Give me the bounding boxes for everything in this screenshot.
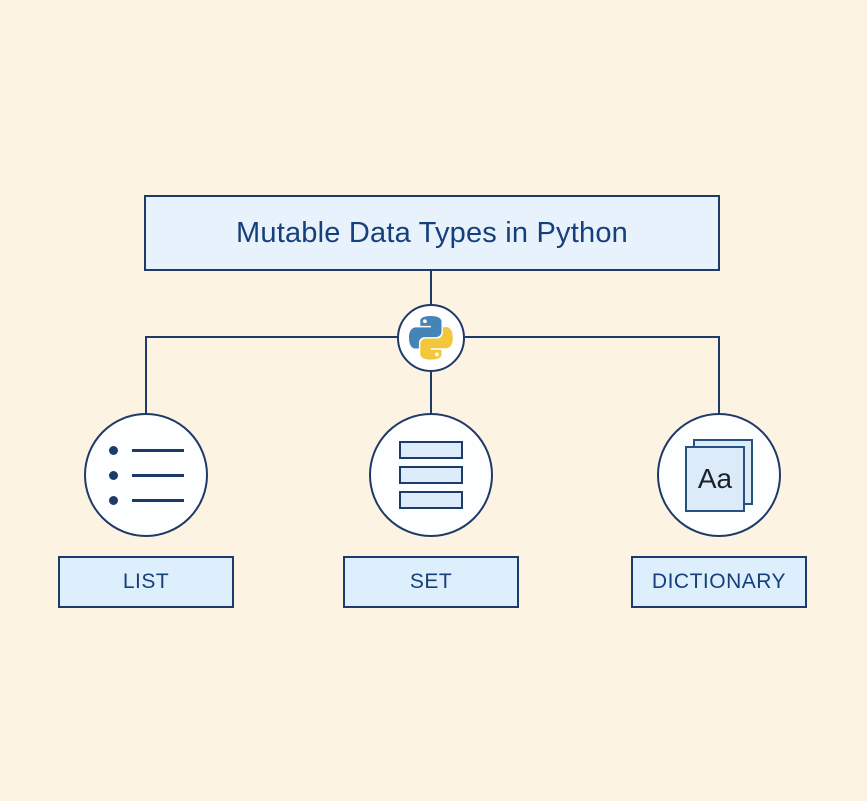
connector-down-to-dict-circle bbox=[718, 336, 720, 414]
list-icon-row bbox=[108, 470, 184, 480]
python-hub-circle bbox=[397, 304, 465, 372]
connector-down-to-list-circle bbox=[145, 336, 147, 414]
connector-hub-to-set-circle bbox=[430, 372, 432, 414]
set-icon-bar bbox=[399, 491, 463, 509]
connector-title-to-hub bbox=[430, 271, 432, 306]
bullet-line bbox=[131, 498, 184, 502]
bullet-dot bbox=[108, 495, 118, 505]
document-icon: Aa bbox=[685, 438, 753, 512]
bullet-dot bbox=[108, 470, 118, 480]
label-box-set: SET bbox=[343, 556, 519, 608]
python-logo-icon bbox=[409, 316, 453, 360]
title-box: Mutable Data Types in Python bbox=[144, 195, 720, 271]
bullet-line bbox=[131, 473, 184, 477]
document-front-page: Aa bbox=[685, 445, 745, 512]
dictionary-node-circle: Aa bbox=[657, 413, 781, 537]
list-icon bbox=[108, 445, 184, 505]
set-icon-bar bbox=[399, 466, 463, 484]
label-dictionary-text: DICTIONARY bbox=[651, 570, 787, 593]
list-icon-row bbox=[108, 445, 184, 455]
bullet-dot bbox=[108, 445, 118, 455]
set-icon bbox=[399, 441, 463, 509]
set-icon-bar bbox=[399, 441, 463, 459]
document-icon-text: Aa bbox=[697, 462, 733, 494]
set-node-circle bbox=[369, 413, 493, 537]
label-box-dictionary: DICTIONARY bbox=[631, 556, 807, 608]
connector-hub-to-right bbox=[465, 336, 719, 338]
diagram-title: Mutable Data Types in Python bbox=[236, 216, 628, 249]
label-list-text: LIST bbox=[122, 570, 170, 593]
list-node-circle bbox=[84, 413, 208, 537]
connector-hub-to-left bbox=[146, 336, 398, 338]
bullet-line bbox=[131, 448, 184, 452]
label-box-list: LIST bbox=[58, 556, 234, 608]
label-set-text: SET bbox=[409, 570, 453, 593]
list-icon-row bbox=[108, 495, 184, 505]
